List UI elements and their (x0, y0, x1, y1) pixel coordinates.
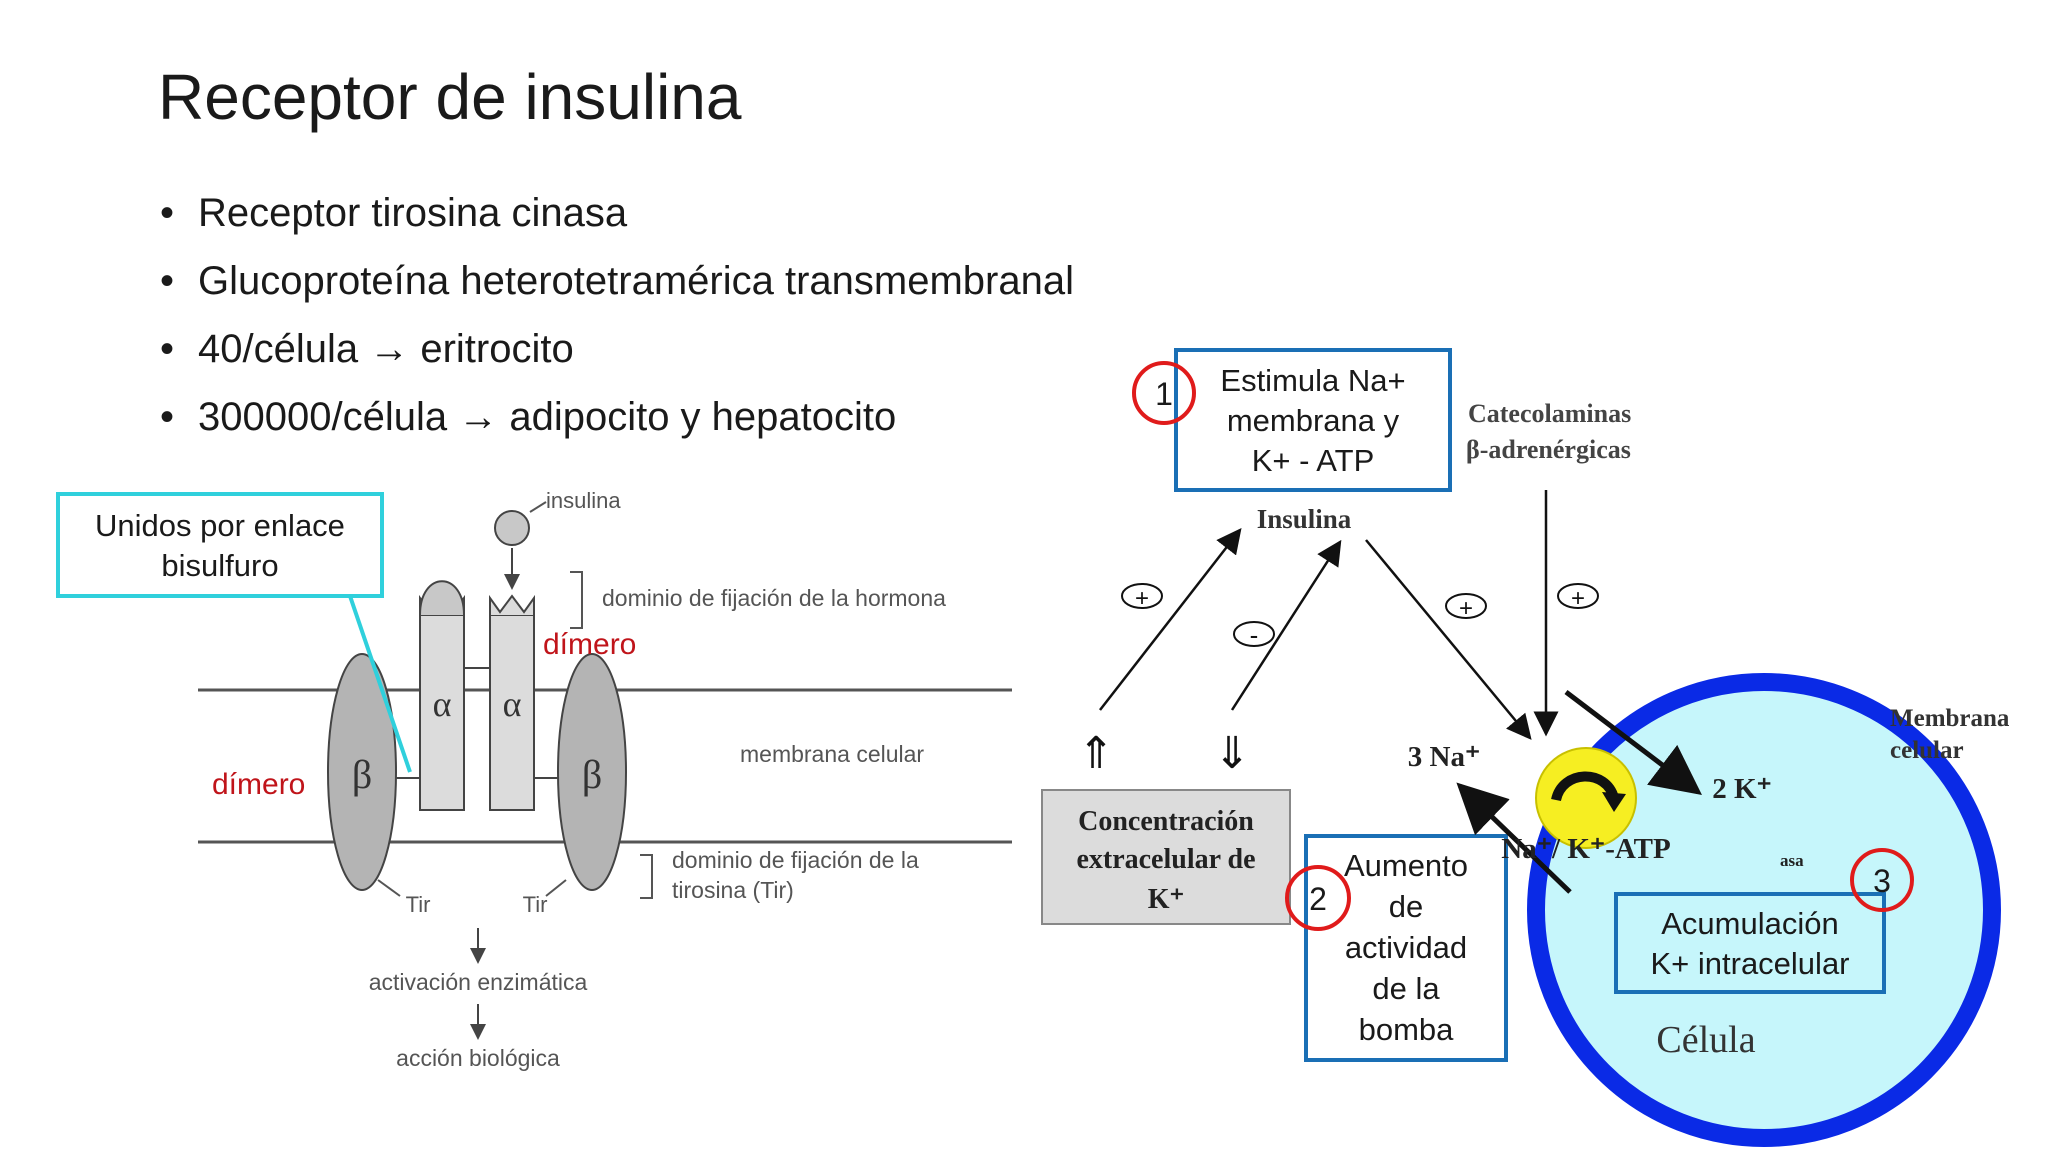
extracellular-text: Concentración (1078, 806, 1254, 837)
beta-label: β (582, 752, 602, 797)
bullet-item: • Receptor tirosina cinasa (160, 185, 1074, 253)
number-circle (1132, 361, 1196, 425)
cell-label: Célula (1656, 1019, 1755, 1061)
dimer-label-left: dímero (212, 768, 305, 801)
extracellular-potassium-box (1041, 789, 1291, 925)
disulfide-callout-box (56, 492, 384, 598)
dimer-label-top: dímero (543, 628, 636, 661)
bullet-dot: • (160, 395, 175, 439)
bullet-dot: • (160, 191, 175, 235)
box-intracellular-accumulation (1614, 892, 1886, 994)
bullet-item: • 300000/célula → adipocito y hepatocito (160, 389, 1074, 457)
pump-label-subscript: asa (1780, 851, 1804, 870)
box3-text: K+ intracelular (1650, 946, 1849, 981)
catecholamines-label: Catecolaminas (1468, 399, 1631, 428)
tir-label: Tir (523, 892, 548, 917)
increase-arrow-icon: ⇑ (1078, 729, 1115, 778)
bullet-list: • Receptor tirosina cinasa • Glucoproteína… (160, 185, 1074, 457)
insulin-label: Insulina (1257, 504, 1352, 534)
number-circle (1850, 848, 1914, 912)
box2-text: bomba (1359, 1012, 1455, 1047)
insulin-receptor-diagram: β β α α insulina dominio de fijación de … (56, 488, 1012, 1071)
box1-text: Estimula Na+ (1220, 363, 1405, 398)
alpha-label: α (503, 684, 522, 724)
box3-text: Acumulación (1661, 906, 1838, 941)
arrow-insulin-to-pump (1365, 539, 1532, 740)
membrane-label: Membrana (1890, 705, 2010, 732)
number-label: 2 (1309, 881, 1327, 917)
beta-label: β (352, 752, 372, 797)
extracellular-text: extracelular de (1076, 844, 1255, 875)
bullet-dot: • (160, 327, 175, 371)
arrow-potassium-to-insulin (1099, 528, 1242, 711)
action-label: acción biológica (396, 1045, 560, 1071)
bullet-item: • Glucoproteína heterotetramérica transme… (160, 253, 1074, 321)
tyrosine-domain-label: dominio de fijación de la (672, 847, 919, 873)
sodium-potassium-pump (1535, 747, 1637, 849)
catecholamines-label: β-adrenérgicas (1466, 435, 1631, 464)
box1-text: K+ - ATP (1252, 443, 1375, 478)
pump-label: Na⁺/ K⁺-ATP (1501, 833, 1670, 865)
rotation-arrow-icon (1551, 771, 1619, 802)
beta-subunit-right (557, 653, 627, 891)
extracellular-text: K⁺ (1148, 884, 1185, 915)
box2-text: Aumento (1344, 848, 1468, 883)
bullet-item: • 40/célula → eritrocito (160, 321, 1074, 389)
alpha-label: α (433, 684, 452, 724)
box-stimulates-pump (1174, 348, 1452, 492)
sodium-label: 3 Na⁺ (1408, 741, 1481, 773)
bullet-text: 40/célula → eritrocito (198, 327, 574, 371)
number-circle (1285, 865, 1351, 931)
number-label: 3 (1873, 863, 1891, 899)
callout-text: bisulfuro (161, 548, 278, 583)
plus-sign: + (1135, 585, 1149, 612)
membrane-label: membrana celular (740, 741, 924, 767)
box1-text: membrana y (1227, 403, 1400, 438)
bullet-text: Glucoproteína heterotetramérica transmem… (198, 259, 1074, 303)
plus-sign: + (1459, 595, 1473, 622)
number-label: 1 (1155, 376, 1173, 412)
callout-text: Unidos por enlace (95, 508, 345, 543)
activation-label: activación enzimática (369, 969, 588, 995)
insulin-label: insulina (546, 488, 621, 513)
tyrosine-domain-label: tirosina (Tir) (672, 877, 794, 903)
bullet-text: 300000/célula → adipocito y hepatocito (198, 395, 897, 439)
insulin-icon (494, 510, 530, 546)
decrease-arrow-icon: ⇓ (1214, 729, 1251, 778)
box2-text: de la (1372, 971, 1440, 1006)
tir-label: Tir (406, 892, 431, 917)
potassium-influx-arrow (1564, 690, 1702, 796)
membrane-label: celular (1890, 737, 1964, 764)
potassium-label: 2 K⁺ (1712, 773, 1772, 805)
bound-insulin-icon (419, 580, 465, 616)
minus-sign: - (1250, 620, 1259, 650)
box2-text: de (1389, 889, 1423, 924)
hormone-domain-label: dominio de fijación de la hormona (602, 585, 946, 611)
beta-subunit-left (327, 653, 397, 891)
bullet-dot: • (160, 259, 175, 303)
plus-sign: + (1571, 585, 1585, 612)
callout-pointer (348, 595, 412, 773)
sodium-efflux-arrow (1456, 782, 1572, 894)
bullet-text: Receptor tirosina cinasa (198, 191, 628, 235)
potassium-regulation-diagram: Célula Membrana celular Estimula Na+ mem… (1041, 348, 2010, 1147)
arrow-potassium-inhibit (1230, 539, 1342, 711)
box2-text: actividad (1345, 930, 1467, 965)
slide-title: Receptor de insulina (158, 61, 742, 133)
